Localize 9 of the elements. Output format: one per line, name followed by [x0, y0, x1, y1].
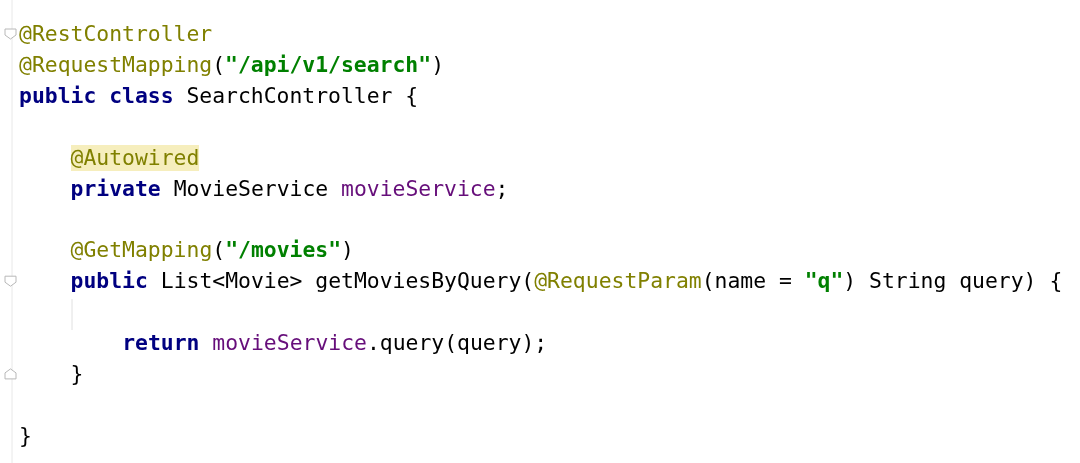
code-line: public class SearchController { [19, 82, 419, 109]
code-line: } [70, 360, 84, 387]
code-line: @RequestMapping("/api/v1/search") [19, 51, 445, 78]
code-line: @RestController [19, 21, 213, 47]
code-line: @GetMapping("/movies") [70, 237, 354, 264]
code-line: return movieService.query(query); [122, 330, 548, 356]
code-line: } [19, 422, 32, 449]
code-line: private MovieService movieService; [70, 175, 509, 202]
code-line: public List<Movie> getMoviesByQuery(@RequestParam(name = "q") String query) { [70, 268, 1063, 295]
